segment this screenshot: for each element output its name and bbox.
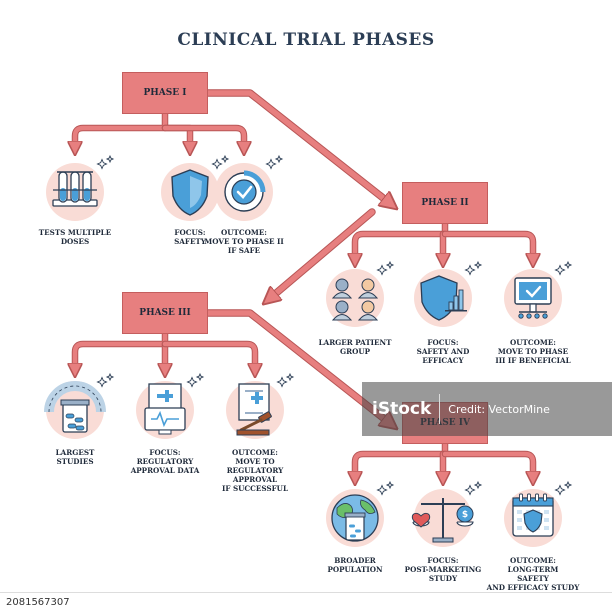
branch-arrow-1-1 (75, 111, 168, 150)
caption-line: MOVE TO PHASE (497, 347, 569, 356)
caption-line: TESTS MULTIPLE (38, 228, 112, 237)
branch-arrow-3-3 (162, 341, 255, 372)
pills-jar-icon (44, 372, 115, 439)
watermark-divider (439, 394, 441, 424)
branch-outline (161, 124, 194, 154)
caption-line: FOCUS: (174, 228, 206, 237)
monitor-check-icon (504, 260, 573, 327)
branch-arrow-2-2 (443, 231, 445, 262)
branch-outline (71, 110, 169, 154)
caption-line: FOCUS: (427, 556, 459, 565)
caption-line: LARGEST (55, 448, 95, 457)
connector-phase3-to-phase4 (205, 310, 392, 425)
caption-line: EFFICACY (422, 356, 464, 365)
caption-line: OUTCOME: (510, 556, 556, 565)
caption-line: REGULATORY (136, 457, 194, 466)
branch-outline (351, 220, 449, 266)
page-title: CLINICAL TRIAL PHASES (177, 30, 435, 50)
caption-line: BROADER (334, 556, 376, 565)
shield-chart-icon (414, 260, 483, 327)
caption-line: III IF BENEFICIAL (495, 356, 571, 365)
branch-arrow-4-3 (442, 451, 533, 480)
caption-line: FOCUS: (427, 338, 459, 347)
caption-line: APPROVAL DATA (130, 466, 200, 475)
globe-pills-icon (326, 480, 395, 547)
branch-arrow-4-2 (443, 451, 445, 480)
gavel-document-icon (226, 372, 295, 439)
caption-line: SAFETY (174, 237, 206, 246)
branch-arrow-1-3 (162, 125, 244, 150)
calendar-shield-icon (504, 480, 573, 547)
watermark-credit: Credit: VectorMine (448, 402, 550, 416)
phase-1-box: PHASE I (122, 72, 208, 114)
caption-line: OUTCOME: (510, 338, 556, 347)
caption-line: GROUP (339, 347, 371, 356)
connector-phase1-to-phase2 (205, 90, 392, 205)
phase-2-box: PHASE II (402, 182, 488, 224)
caption-line: OUTCOME: (221, 228, 267, 237)
stock-id: 2081567307 (0, 592, 612, 612)
branch-arrow-2-3 (442, 231, 533, 262)
caption-line: MOVE TO PHASE II (204, 237, 284, 246)
caption-line: SAFETY AND (416, 347, 470, 356)
watermark-logo: iStock (372, 399, 432, 419)
svg-text:$: $ (462, 510, 468, 520)
patient-group-icon (326, 260, 395, 327)
caption-line: POST-MARKETING (404, 565, 482, 574)
branch-arrow-2-1 (355, 221, 448, 262)
caption-line: STUDIES (56, 457, 94, 466)
caption-line: LONG-TERM (507, 565, 559, 574)
caption-line: SAFETY (517, 574, 549, 583)
caption-line: MOVE TO (235, 457, 275, 466)
branch-outline (161, 340, 259, 376)
connector-phase2-to-phase3 (268, 209, 375, 300)
caption-line: IF SAFE (227, 246, 261, 255)
branch-arrow-3-1 (75, 331, 168, 372)
branch-outline (441, 230, 537, 266)
test-tubes-icon (46, 154, 115, 221)
phase-connectors (204, 89, 392, 425)
caption-line: LARGER PATIENT (318, 338, 392, 347)
caption-phase-1-item-2: FOCUS:SAFETY (140, 228, 240, 246)
caption-line: POPULATION (327, 565, 383, 574)
caption-line: FOCUS: (149, 448, 181, 457)
branch-arrows (71, 110, 537, 484)
branch-outline (161, 124, 248, 154)
icons-layer: $ (44, 154, 573, 547)
branch-arrow-1-2 (162, 125, 190, 150)
monitor-document-icon (136, 372, 205, 439)
balance-scale-icon: $ (411, 480, 483, 547)
caption-line: IF SUCCESSFUL (222, 484, 288, 493)
branch-outline (71, 330, 169, 376)
caption-line: DOSES (60, 237, 90, 246)
branch-outline (441, 450, 537, 484)
branch-outline (351, 440, 449, 484)
caption-line: REGULATORY (226, 466, 284, 475)
check-badge-icon (215, 154, 284, 221)
shield-icon (161, 154, 230, 221)
caption-line: AND EFFICACY STUDY (486, 583, 580, 592)
branch-arrow-4-1 (355, 441, 448, 480)
caption-line: OUTCOME: (232, 448, 278, 457)
watermark: iStock Credit: VectorMine (362, 382, 612, 436)
phase-3-box: PHASE III (122, 292, 208, 334)
caption-line: STUDY (428, 574, 458, 583)
caption-line: APPROVAL (232, 475, 278, 484)
